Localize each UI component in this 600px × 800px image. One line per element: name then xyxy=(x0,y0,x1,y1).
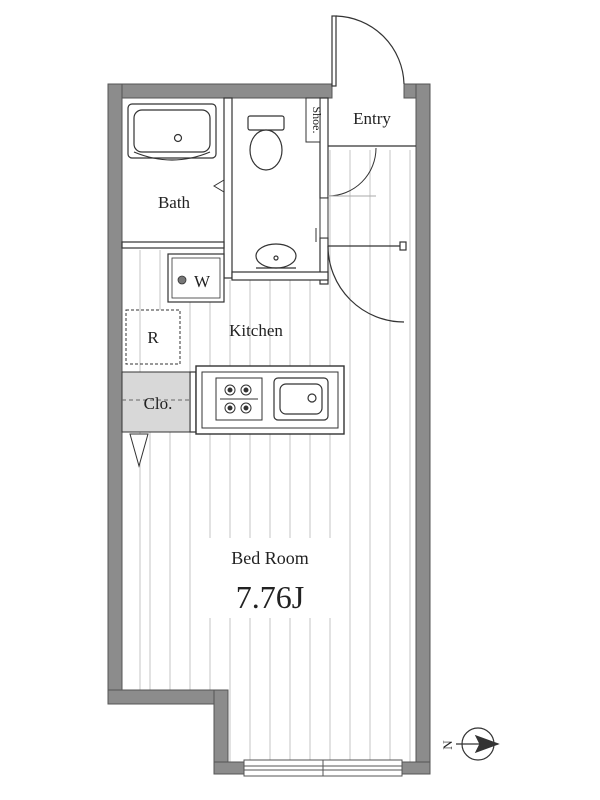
entry-door[interactable] xyxy=(331,15,405,87)
compass-north-label: N xyxy=(440,740,455,750)
label-backdrop xyxy=(208,538,338,618)
closet xyxy=(121,371,191,433)
bath-door[interactable] xyxy=(213,179,225,193)
refrigerator-box xyxy=(125,309,181,365)
hall-door-lower[interactable] xyxy=(327,241,407,323)
washer-label: W xyxy=(194,272,211,291)
bedroom-size: 7.76J xyxy=(236,579,304,615)
refrigerator-label: R xyxy=(147,328,159,347)
closet-door[interactable] xyxy=(129,433,149,468)
kitchen-sink-icon xyxy=(273,377,329,421)
entry-label: Entry xyxy=(353,109,391,128)
shoe-cabinet xyxy=(305,97,321,143)
washer-box xyxy=(167,253,225,303)
window xyxy=(243,759,403,777)
toilet-door[interactable] xyxy=(315,197,329,242)
floor-boards xyxy=(139,150,411,765)
stove-icon xyxy=(215,377,263,421)
kitchen-label: Kitchen xyxy=(229,321,283,340)
compass-icon xyxy=(456,727,500,761)
sink-icon xyxy=(255,243,297,269)
toilet-icon xyxy=(247,115,285,171)
shoe-label: Shoe. xyxy=(310,107,324,134)
bedroom-label: Bed Room xyxy=(231,548,309,568)
hall-door-upper[interactable] xyxy=(327,147,377,197)
bathtub xyxy=(127,103,217,161)
bath-label: Bath xyxy=(158,193,191,212)
closet-label: Clo. xyxy=(144,394,173,413)
